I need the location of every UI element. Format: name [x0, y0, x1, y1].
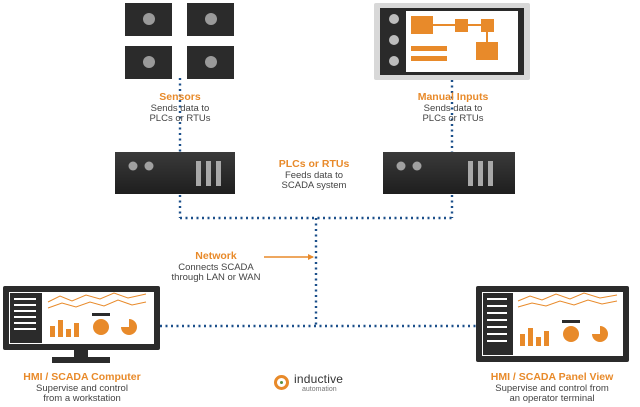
sensors-desc-1: Sends data to	[150, 102, 210, 114]
hmi-panel-desc-2: an operator terminal	[509, 393, 595, 405]
sensors-label: Sensors Sends data to PLCs or RTUs	[110, 91, 250, 125]
network-desc-1: Connects SCADA	[178, 261, 254, 273]
monitor-icon	[3, 286, 160, 363]
network-label: Network Connects SCADA through LAN or WA…	[166, 250, 266, 284]
plcs-label: PLCs or RTUs Feeds data to SCADA system	[244, 158, 384, 192]
hmi-computer-label: HMI / SCADA Computer Supervise and contr…	[0, 371, 164, 405]
plc-icon	[115, 152, 515, 194]
network-desc-2: through LAN or WAN	[171, 272, 261, 284]
inductive-logo: inductive automation	[274, 371, 374, 399]
network-title: Network	[195, 250, 237, 262]
plcs-title: PLCs or RTUs	[278, 158, 350, 170]
logo-sub: automation	[302, 386, 337, 393]
sensor-icon	[125, 3, 234, 79]
manual-inputs-title: Manual Inputs	[417, 91, 489, 103]
hmi-panel-desc-1: Supervise and control from	[495, 382, 609, 394]
sensors-desc-2: PLCs or RTUs	[149, 113, 211, 125]
sensors-title: Sensors	[159, 91, 201, 103]
hmi-panel-title: HMI / SCADA Panel View	[490, 371, 614, 383]
inductive-logo-icon	[274, 375, 289, 390]
hmi-computer-desc-1: Supervise and control	[36, 382, 128, 394]
hmi-panel-label: HMI / SCADA Panel View Supervise and con…	[468, 371, 636, 405]
logo-name: inductive	[294, 372, 344, 386]
plcs-desc-1: Feeds data to	[284, 169, 344, 181]
panel-terminal-icon	[476, 286, 629, 362]
hmi-computer-title: HMI / SCADA Computer	[23, 371, 141, 383]
manual-inputs-desc-1: Sends data to	[423, 102, 483, 114]
plcs-desc-2: SCADA system	[281, 180, 347, 192]
touch-panel-icon	[374, 3, 530, 80]
network-lines	[160, 78, 476, 328]
manual-inputs-desc-2: PLCs or RTUs	[422, 113, 484, 125]
hmi-computer-desc-2: from a workstation	[43, 393, 121, 405]
manual-inputs-label: Manual Inputs Sends data to PLCs or RTUs	[378, 91, 528, 125]
